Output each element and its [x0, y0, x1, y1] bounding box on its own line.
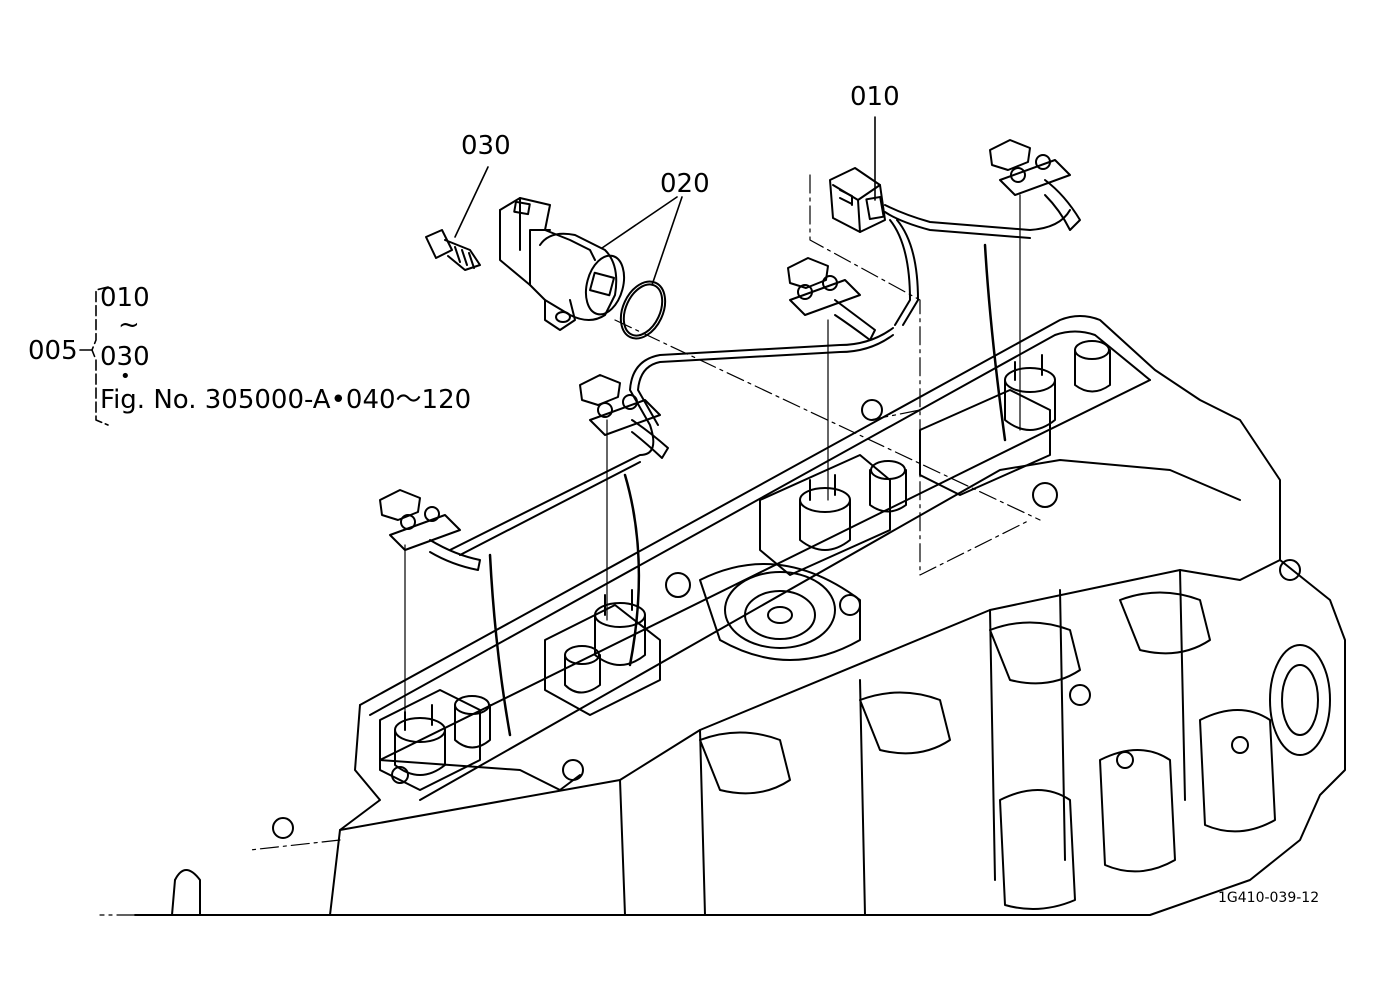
o-ring-icon [619, 280, 667, 340]
terminal-cluster-2 [787, 257, 876, 341]
callout-leaders [454, 116, 876, 286]
range-dot: • [120, 366, 131, 387]
center-lines [99, 174, 1041, 916]
crank-sensor-icon [499, 197, 626, 331]
callout-010: 010 [850, 82, 900, 112]
terminal-cluster-4 [379, 489, 481, 571]
terminal-cluster-1 [989, 139, 1081, 231]
leader-030 [454, 166, 489, 238]
assembly-number: 005 [28, 336, 78, 366]
leader-020-b [651, 196, 683, 286]
terminal-cluster-3 [579, 374, 669, 459]
group-brace [79, 286, 109, 426]
engine-head-icon [134, 315, 1346, 916]
range-start: 010 [100, 283, 150, 313]
callout-030: 030 [461, 131, 511, 161]
wire-harness-icon [404, 194, 1071, 737]
figure-reference: Fig. No. 305000-A•040～120 [100, 385, 472, 415]
connector-icon [829, 167, 886, 233]
bolt-icon [425, 229, 481, 271]
range-separator: ~ [118, 310, 140, 340]
range-end: 030 [100, 342, 150, 372]
drawing-code: 1G410-039-12 [1218, 890, 1320, 906]
callout-020: 020 [660, 169, 710, 199]
leader-020-a [601, 196, 678, 249]
injector-studs [394, 354, 1056, 776]
